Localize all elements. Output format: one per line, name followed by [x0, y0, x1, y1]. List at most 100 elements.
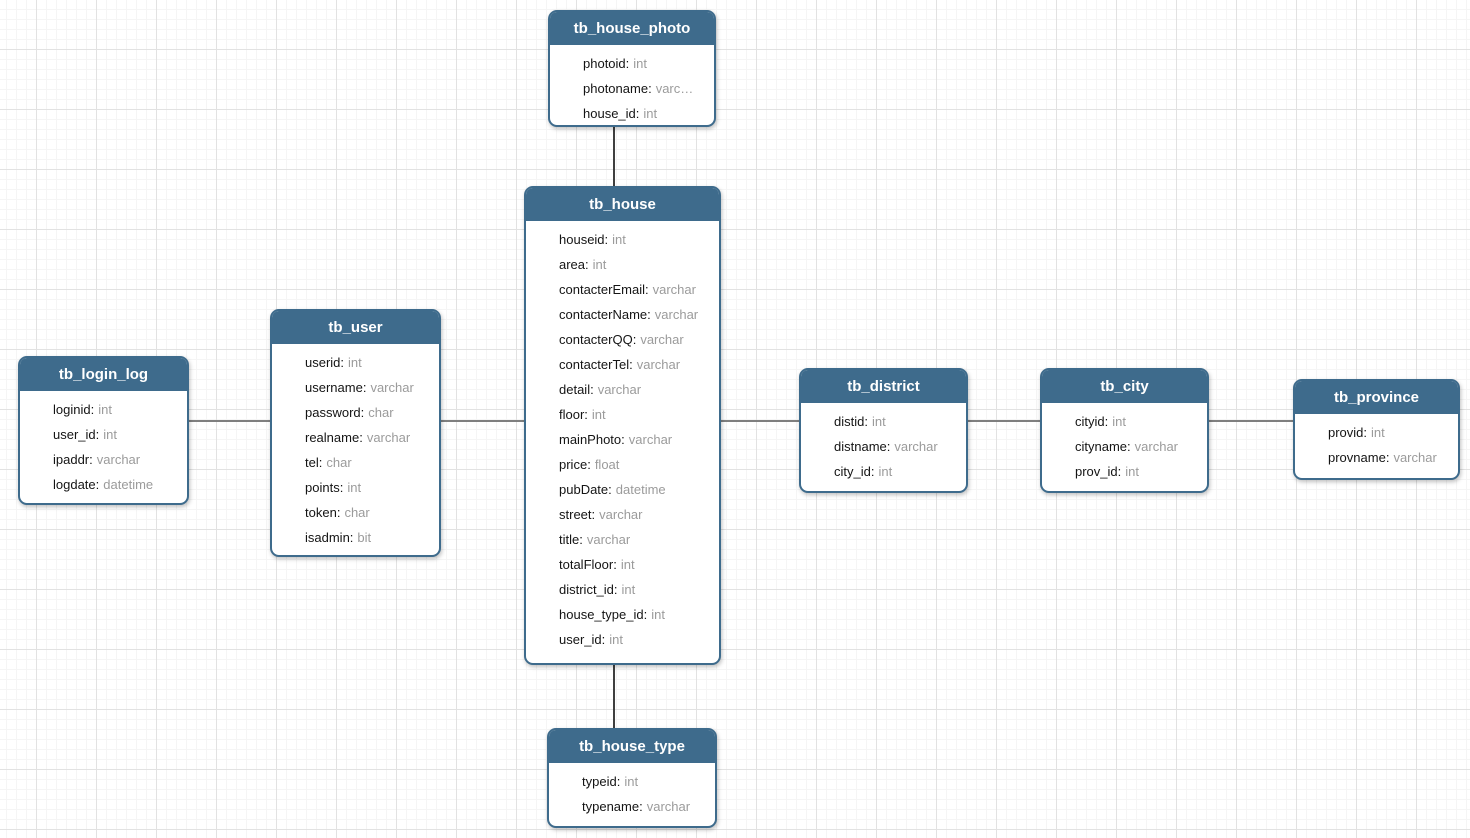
table-title[interactable]: tb_login_log — [20, 358, 187, 391]
field-row-detail[interactable]: detailvarchar — [526, 377, 719, 402]
field-name: street — [559, 507, 595, 522]
field-name: typename — [582, 799, 643, 814]
field-name: district_id — [559, 582, 618, 597]
field-row-points[interactable]: pointsint — [272, 475, 439, 500]
table-title[interactable]: tb_house_photo — [550, 12, 714, 45]
field-name: photoname — [583, 81, 652, 96]
field-row-house_id[interactable]: house_idint — [550, 101, 714, 125]
field-row-tel[interactable]: telchar — [272, 450, 439, 475]
field-row-realname[interactable]: realnamevarchar — [272, 425, 439, 450]
field-name: distid — [834, 414, 868, 429]
table-field-list: loginidintuser_idintipaddrvarcharlogdate… — [20, 391, 187, 497]
field-name: loginid — [53, 402, 94, 417]
field-name: typeid — [582, 774, 620, 789]
field-type: int — [1112, 414, 1126, 429]
field-name: logdate — [53, 477, 99, 492]
field-row-logdate[interactable]: logdate datetime — [20, 472, 187, 497]
field-row-typeid[interactable]: typeidint — [549, 769, 715, 794]
field-row-cityname[interactable]: citynamevarchar — [1042, 434, 1207, 459]
table-field-list: photoidintphotonamevarc…house_idint — [550, 45, 714, 125]
field-row-provname[interactable]: provnamevarchar — [1295, 445, 1458, 470]
field-row-floor[interactable]: floorint — [526, 402, 719, 427]
table-tb_province[interactable]: tb_province providintprovnamevarchar — [1293, 379, 1460, 480]
table-title[interactable]: tb_city — [1042, 370, 1207, 403]
field-row-contacterName[interactable]: contacterNamevarchar — [526, 302, 719, 327]
field-name: points — [305, 480, 343, 495]
field-name: cityid — [1075, 414, 1108, 429]
field-row-city_id[interactable]: city_idint — [801, 459, 966, 484]
field-type: char — [344, 505, 370, 520]
field-row-district_id[interactable]: district_idint — [526, 577, 719, 602]
connector-house-photo-to-house[interactable] — [613, 125, 615, 188]
field-row-pubDate[interactable]: pubDatedatetime — [526, 477, 719, 502]
field-type: int — [620, 557, 635, 572]
field-row-userid[interactable]: useridint — [272, 350, 439, 375]
field-row-contacterQQ[interactable]: contacterQQvarchar — [526, 327, 719, 352]
field-row-price[interactable]: pricefloat — [526, 452, 719, 477]
table-tb_district[interactable]: tb_districtdistidintdistnamevarcharcity_… — [799, 368, 968, 493]
field-row-photoid[interactable]: photoidint — [550, 51, 714, 76]
field-name: houseid — [559, 232, 608, 247]
connector-house-to-district[interactable] — [719, 420, 801, 422]
field-row-distname[interactable]: distnamevarchar — [801, 434, 966, 459]
connector-user-to-house[interactable] — [439, 420, 526, 422]
connector-login-log-to-user[interactable] — [187, 420, 272, 422]
field-name: title — [559, 532, 583, 547]
table-title[interactable]: tb_house — [526, 188, 719, 221]
table-title[interactable]: tb_province — [1295, 381, 1458, 414]
field-row-mainPhoto[interactable]: mainPhotovarchar — [526, 427, 719, 452]
field-name: house_type_id — [559, 607, 647, 622]
field-type: varchar — [366, 430, 411, 445]
table-tb_house_type[interactable]: tb_house_type typeidinttypenamevarchar — [547, 728, 717, 828]
field-row-distid[interactable]: distidint — [801, 409, 966, 434]
field-row-houseid[interactable]: houseidint — [526, 227, 719, 252]
field-row-user_id[interactable]: user_idint — [526, 627, 719, 652]
field-type: int — [98, 402, 112, 417]
field-type: int — [609, 632, 623, 647]
field-type: datetime — [103, 477, 154, 492]
connector-house-to-house-type[interactable] — [613, 663, 615, 730]
field-row-totalFloor[interactable]: totalFloorint — [526, 552, 719, 577]
field-row-username[interactable]: usernamevarchar — [272, 375, 439, 400]
table-title[interactable]: tb_user — [272, 311, 439, 344]
field-row-token[interactable]: tokenchar — [272, 500, 439, 525]
field-type: float — [594, 457, 620, 472]
table-tb_house_photo[interactable]: tb_house_photophotoidintphotonamevarc…ho… — [548, 10, 716, 127]
field-name: ipaddr — [53, 452, 93, 467]
field-name: mainPhoto — [559, 432, 625, 447]
field-type: int — [1125, 464, 1139, 479]
table-tb_house[interactable]: tb_househouseidintareaintcontacterEmailv… — [524, 186, 721, 665]
field-name: house_id — [583, 106, 639, 121]
field-row-street[interactable]: streetvarchar — [526, 502, 719, 527]
field-row-isadmin[interactable]: isadminbit — [272, 525, 439, 550]
field-row-ipaddr[interactable]: ipaddrvarchar — [20, 447, 187, 472]
field-name: user_id — [53, 427, 99, 442]
field-row-area[interactable]: areaint — [526, 252, 719, 277]
table-tb_user[interactable]: tb_user useridintusernamevarcharpasswordc… — [270, 309, 441, 557]
field-row-prov_id[interactable]: prov_idint — [1042, 459, 1207, 484]
field-row-loginid[interactable]: loginid int — [20, 397, 187, 422]
connector-city-to-province[interactable] — [1207, 420, 1295, 422]
field-type: int — [651, 607, 665, 622]
field-row-user_id[interactable]: user_idint — [20, 422, 187, 447]
connector-district-to-city[interactable] — [966, 420, 1042, 422]
field-row-photoname[interactable]: photonamevarc… — [550, 76, 714, 101]
field-row-house_type_id[interactable]: house_type_id int — [526, 602, 719, 627]
field-row-title[interactable]: titlevarchar — [526, 527, 719, 552]
table-title[interactable]: tb_house_type — [549, 730, 715, 763]
field-name: area — [559, 257, 589, 272]
field-row-cityid[interactable]: cityid int — [1042, 409, 1207, 434]
field-name: photoid — [583, 56, 629, 71]
field-name: distname — [834, 439, 890, 454]
field-row-provid[interactable]: providint — [1295, 420, 1458, 445]
field-row-typename[interactable]: typenamevarchar — [549, 794, 715, 819]
field-type: int — [871, 414, 886, 429]
table-title[interactable]: tb_district — [801, 370, 966, 403]
field-row-password[interactable]: passwordchar — [272, 400, 439, 425]
field-row-contacterEmail[interactable]: contacterEmailvarchar — [526, 277, 719, 302]
field-name: contacterName — [559, 307, 651, 322]
field-row-contacterTel[interactable]: contacterTelvarchar — [526, 352, 719, 377]
